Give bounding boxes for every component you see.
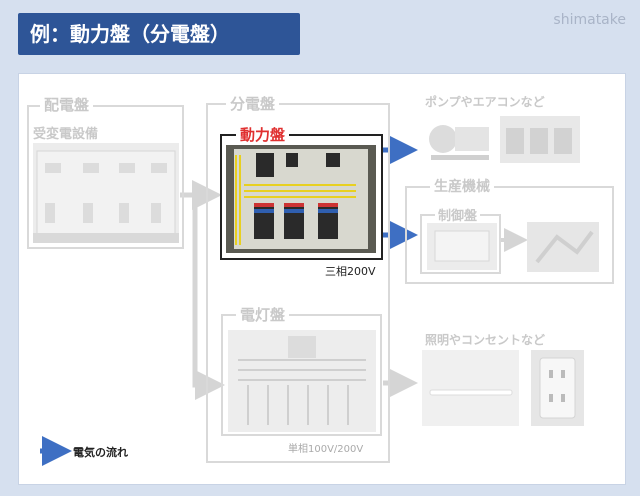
substation-photo [33, 143, 179, 243]
bundenban-box [206, 103, 390, 463]
dentouban-label: 電灯盤 [236, 304, 290, 325]
seigyoban-photo [427, 223, 497, 270]
jusetsubi-label: 受変電設備 [33, 127, 99, 142]
brand-logo: shimatake [553, 12, 626, 28]
seigyoban-label: 制御盤 [435, 205, 481, 224]
douryokuban-photo [226, 145, 376, 253]
machine-photo [527, 222, 599, 272]
douryokuban-box [220, 134, 383, 260]
tansou-label: 単相100V/200V [288, 444, 364, 455]
aircon-photo [500, 116, 580, 163]
haidenban-box [27, 105, 184, 249]
haidenban-label: 配電盤 [40, 94, 94, 115]
shoumei-label: 照明やコンセントなど [425, 333, 546, 347]
seisan-label: 生産機械 [430, 176, 494, 196]
outlet-photo [531, 350, 584, 426]
seisan-box [405, 186, 614, 284]
dentouban-photo [228, 330, 376, 432]
sansou-label: 三相200V [325, 265, 376, 278]
dentouban-box [221, 314, 382, 436]
pump-photo [425, 113, 493, 163]
page-title: 例：動力盤（分電盤） [18, 13, 300, 55]
legend-label: 電気の流れ [73, 446, 128, 459]
light-photo [422, 350, 519, 426]
arrow-branch-down [192, 195, 225, 400]
pump-label: ポンプやエアコンなど [425, 95, 545, 109]
douryokuban-label: 動力盤 [236, 124, 290, 145]
bundenban-label: 分電盤 [226, 93, 280, 114]
